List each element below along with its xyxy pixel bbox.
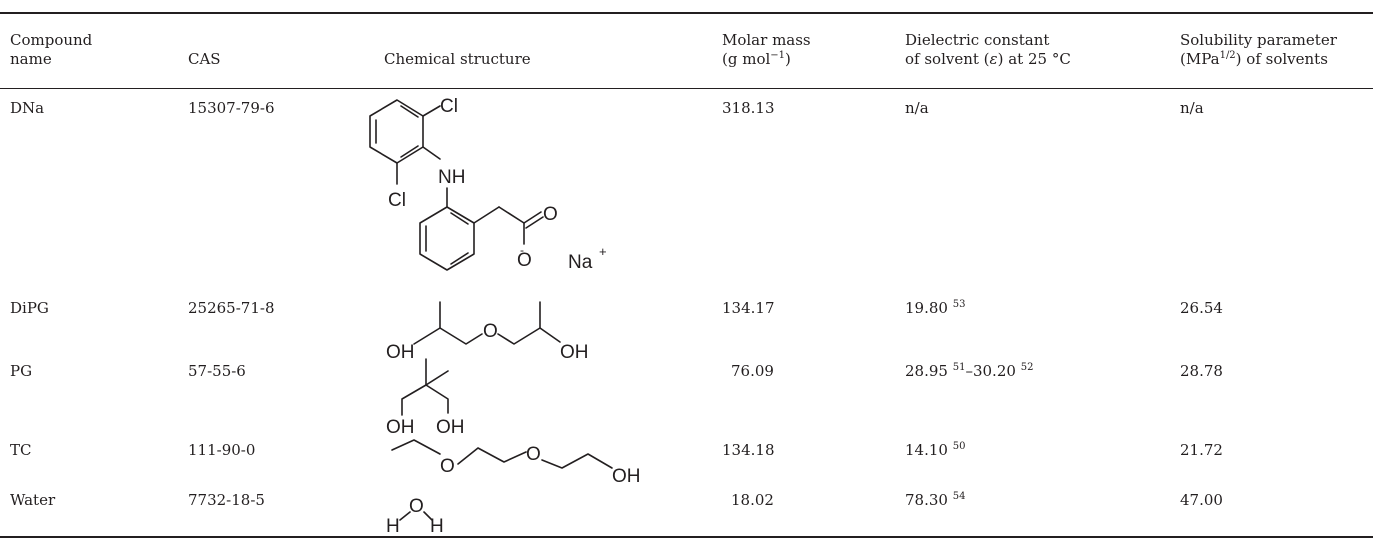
structure-water: H O H xyxy=(386,496,444,537)
structure-propylene-glycol: OH OH xyxy=(386,358,465,438)
row-water-molar: 18.02 xyxy=(731,491,774,509)
header-cas: CAS xyxy=(188,50,221,68)
structure-dipropylene-glycol: OH O OH xyxy=(386,301,589,363)
row-water-cas: 7732-18-5 xyxy=(188,491,265,509)
top-rule xyxy=(0,12,1373,14)
header-dielectric: Dielectric constant of solvent (ε) at 25… xyxy=(905,31,1071,68)
row-tc-cas: 111-90-0 xyxy=(188,441,256,459)
row-dna-solubility: n/a xyxy=(1180,99,1204,117)
row-pg-dielectric: 28.95 51–30.20 52 xyxy=(905,362,1034,380)
svg-text:H: H xyxy=(430,516,444,537)
structure-transcutol: O O OH xyxy=(391,439,641,487)
row-dipg-name: DiPG xyxy=(10,299,49,317)
row-dipg-cas: 25265-71-8 xyxy=(188,299,275,317)
svg-text:O: O xyxy=(517,250,532,271)
svg-text:O: O xyxy=(440,456,455,477)
svg-text:H: H xyxy=(386,516,400,537)
svg-text:OH: OH xyxy=(386,342,415,363)
svg-text:NH: NH xyxy=(438,167,465,188)
row-dna-dielectric: n/a xyxy=(905,99,929,117)
svg-text:O: O xyxy=(543,204,558,225)
svg-text:+: + xyxy=(599,244,607,259)
svg-text:Cl: Cl xyxy=(440,96,458,117)
svg-text:OH: OH xyxy=(436,417,465,438)
row-tc-solubility: 21.72 xyxy=(1180,441,1223,459)
row-dipg-dielectric: 19.80 53 xyxy=(905,299,966,317)
header-molar-mass: Molar mass (g mol−1) xyxy=(722,31,811,68)
row-dipg-molar: 134.17 xyxy=(722,299,775,317)
row-tc-dielectric: 14.10 50 xyxy=(905,441,966,459)
row-dna-cas: 15307-79-6 xyxy=(188,99,275,117)
row-pg-solubility: 28.78 xyxy=(1180,362,1223,380)
row-dipg-solubility: 26.54 xyxy=(1180,299,1223,317)
svg-text:OH: OH xyxy=(612,466,641,487)
row-water-solubility: 47.00 xyxy=(1180,491,1223,509)
row-water-dielectric: 78.30 54 xyxy=(905,491,966,509)
row-pg-molar: 76.09 xyxy=(731,362,774,380)
row-tc-name: TC xyxy=(10,441,32,459)
svg-text:O: O xyxy=(409,496,424,517)
svg-text:O: O xyxy=(483,321,498,342)
header-structure: Chemical structure xyxy=(384,50,531,68)
row-dna-name: DNa xyxy=(10,99,45,117)
svg-text:OH: OH xyxy=(386,417,415,438)
header-rule xyxy=(0,88,1373,89)
bottom-rule xyxy=(0,536,1373,538)
row-pg-cas: 57-55-6 xyxy=(188,362,246,380)
svg-text:OH: OH xyxy=(560,342,589,363)
svg-text:Cl: Cl xyxy=(388,190,406,211)
svg-text:-: - xyxy=(520,243,524,257)
header-solubility: Solubility parameter (MPa1/2) of solvent… xyxy=(1180,31,1337,68)
row-tc-molar: 134.18 xyxy=(722,441,775,459)
row-dna-molar: 318.13 xyxy=(722,99,775,117)
svg-text:O: O xyxy=(526,444,541,465)
row-pg-name: PG xyxy=(10,362,33,380)
row-water-name: Water xyxy=(10,491,56,509)
structure-diclofenac-sodium: Cl NH Cl O O - Na + xyxy=(369,96,607,273)
svg-text:Na: Na xyxy=(568,252,593,273)
